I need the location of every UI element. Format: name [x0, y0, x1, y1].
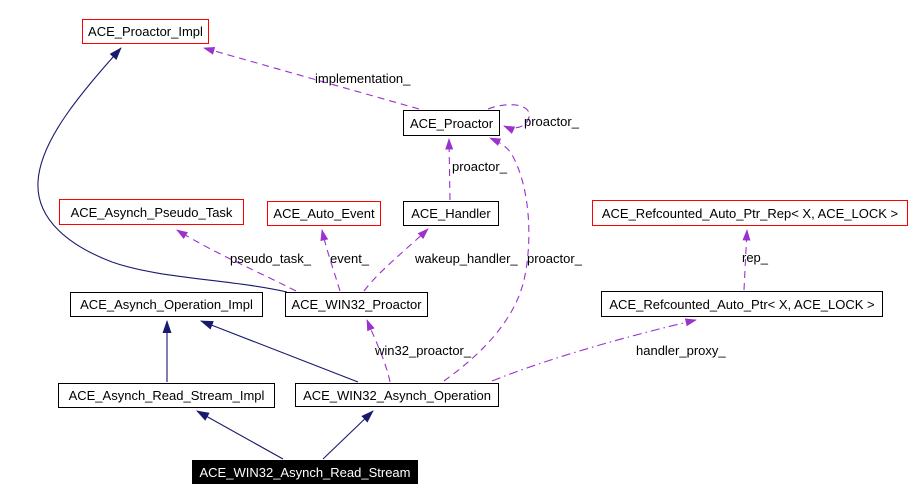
node-ace-win32-asynch-read-stream[interactable]: ACE_WIN32_Asynch_Read_Stream — [192, 460, 418, 484]
edge-label-rep: rep_ — [742, 250, 769, 265]
edge-label-proactor-self: proactor_ — [524, 114, 579, 129]
edge-usage-handler-proxy — [491, 318, 697, 382]
edge-inherit-win32-read-stream-to-win32-asynch-operation — [322, 410, 374, 460]
node-ace-refcounted-auto-ptr-rep[interactable]: ACE_Refcounted_Auto_Ptr_Rep< X, ACE_LOCK… — [592, 200, 908, 226]
edge-usage-win32-proactor-event — [320, 229, 341, 292]
node-ace-win32-asynch-operation[interactable]: ACE_WIN32_Asynch_Operation — [295, 383, 499, 407]
edge-label-wakeup-handler: wakeup_handler_ — [415, 251, 518, 266]
edge-usage-win32-proactor-pseudo-task — [176, 229, 297, 292]
edge-inherit-win32-read-stream-to-read-stream-impl — [196, 410, 284, 460]
edge-label-event: event_ — [330, 251, 370, 266]
edge-label-proactor-handler: proactor_ — [452, 159, 507, 174]
edge-usage-refcounted-ptr-rep — [742, 229, 751, 291]
edge-label-handler-proxy: handler_proxy_ — [636, 343, 726, 358]
node-ace-auto-event[interactable]: ACE_Auto_Event — [267, 201, 381, 226]
node-ace-win32-proactor[interactable]: ACE_WIN32_Proactor — [285, 292, 428, 317]
edge-label-pseudo-task: pseudo_task_ — [230, 251, 311, 266]
edge-usage-implementation — [203, 47, 420, 110]
node-ace-asynch-read-stream-impl[interactable]: ACE_Asynch_Read_Stream_Impl — [58, 383, 275, 408]
edge-usage-win32-proactor-member — [366, 319, 391, 383]
edge-usage-proactor-self-loop — [487, 104, 530, 134]
node-ace-refcounted-auto-ptr[interactable]: ACE_Refcounted_Auto_Ptr< X, ACE_LOCK > — [601, 291, 883, 317]
node-ace-handler[interactable]: ACE_Handler — [403, 201, 499, 226]
node-ace-asynch-operation-impl[interactable]: ACE_Asynch_Operation_Impl — [70, 292, 263, 317]
edge-usage-handler-proactor — [445, 138, 454, 201]
node-ace-proactor[interactable]: ACE_Proactor — [403, 110, 500, 136]
edge-inherit-win32-asynch-operation-to-operation-impl — [200, 320, 359, 383]
edge-usage-win32-asynch-operation-proactor — [443, 137, 530, 382]
edge-label-win32-proactor: win32_proactor_ — [375, 343, 472, 358]
node-ace-asynch-pseudo-task[interactable]: ACE_Asynch_Pseudo_Task — [59, 199, 244, 225]
node-ace-proactor-impl[interactable]: ACE_Proactor_Impl — [82, 19, 209, 44]
edge-label-implementation: implementation_ — [315, 71, 411, 86]
edge-inherit-win32-proactor-to-proactor-impl — [37, 47, 288, 293]
edge-label-proactor-long: proactor_ — [527, 251, 582, 266]
